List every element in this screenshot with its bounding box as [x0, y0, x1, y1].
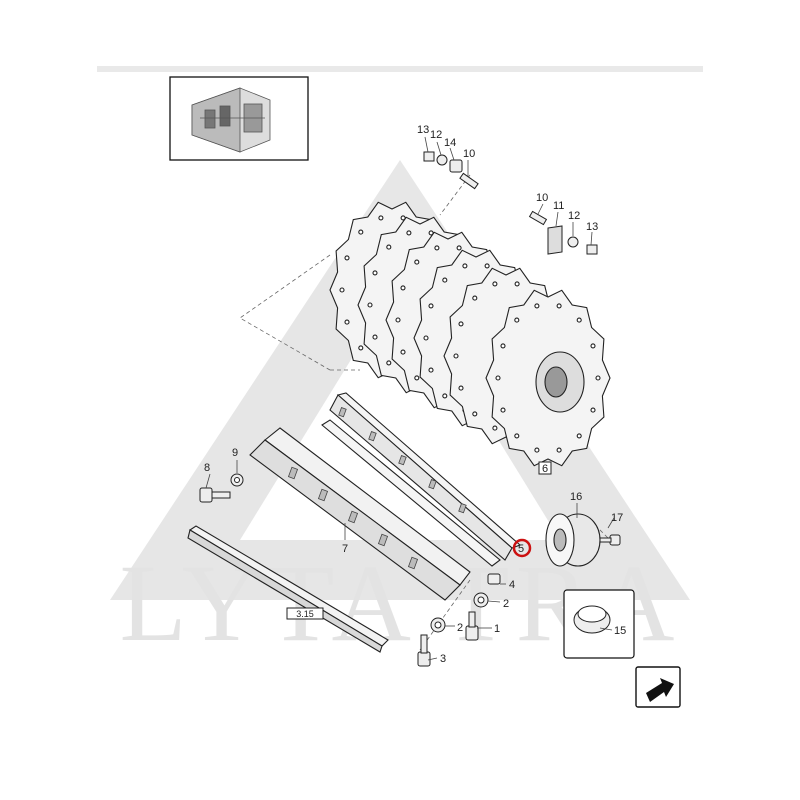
callout-3: 3 [440, 653, 446, 665]
sprocket-hole [595, 375, 601, 381]
next-page-button[interactable] [635, 666, 681, 708]
sprocket-hole [434, 245, 440, 251]
sprocket-hole [590, 407, 596, 413]
sprocket-hole [472, 411, 478, 417]
sprocket-hole [576, 317, 582, 323]
sprocket-hole [400, 285, 406, 291]
callout-12b: 12 [568, 210, 580, 222]
reference-box[interactable]: 3.15 [286, 607, 324, 620]
next-page-arrow-icon [646, 678, 674, 702]
sprocket-hole [492, 281, 498, 287]
sprocket-hole [514, 317, 520, 323]
sprocket-hole [514, 281, 520, 287]
callout-11: 11 [553, 200, 564, 212]
reference-box-label: 3.15 [296, 609, 314, 619]
top-hardware-stack [423, 151, 479, 190]
inset-box-15 [563, 589, 635, 659]
sprocket-hole [442, 277, 448, 283]
highlight-ring-5 [512, 538, 532, 558]
sprocket-hole [514, 433, 520, 439]
callout-labels: 13 12 14 10 10 11 12 13 6 9 8 7 16 17 5 … [204, 124, 626, 665]
callout-leaders [205, 136, 615, 661]
callout-10a: 10 [463, 148, 475, 160]
sprocket-hole [386, 244, 392, 250]
callout-5: 5 [518, 543, 524, 555]
sprocket-hole [456, 245, 462, 251]
callout-8: 8 [204, 462, 210, 474]
scraper-plate-upper [321, 419, 501, 567]
callout-1: 1 [494, 623, 500, 635]
sprocket-hole [495, 375, 501, 381]
sprocket-hole [484, 263, 490, 269]
sprocket-hole [339, 287, 345, 293]
sprocket-hole [372, 270, 378, 276]
sprocket-hole [442, 393, 448, 399]
plate-slots [287, 407, 467, 570]
bolt-17 [596, 534, 621, 546]
bolt-1 [465, 611, 479, 641]
callout-14: 14 [444, 137, 456, 149]
sprocket-hole [462, 263, 468, 269]
sprocket-hole [534, 447, 540, 453]
sprocket-hole [492, 425, 498, 431]
callout-6: 6 [542, 463, 548, 475]
sprocket-hole [414, 259, 420, 265]
sprocket-bore [544, 366, 568, 398]
callout-15a: 15 [614, 625, 626, 637]
bracket-11-stack [528, 210, 598, 255]
callout-13b: 13 [586, 221, 598, 233]
callout-16: 16 [570, 491, 582, 503]
sprocket-hole [414, 375, 420, 381]
sprocket-hole [590, 343, 596, 349]
sprocket-hole [400, 215, 406, 221]
hardware [199, 151, 621, 667]
sprocket-hole [576, 433, 582, 439]
callout-13a: 13 [417, 124, 429, 136]
sprocket-hole [344, 255, 350, 261]
sprocket-hole [453, 353, 459, 359]
sprocket-hole [472, 295, 478, 301]
sprocket-hole [378, 215, 384, 221]
sprocket-hole [358, 229, 364, 235]
sprocket-hole [428, 303, 434, 309]
sprocket-hole [428, 367, 434, 373]
sprocket-hole [386, 360, 392, 366]
sprocket-hole [344, 319, 350, 325]
sprocket-hole [423, 335, 429, 341]
header-divider [97, 66, 703, 72]
callout-4: 4 [509, 579, 515, 591]
nut-4 [487, 573, 501, 585]
sprocket-hole [556, 447, 562, 453]
callout-2a: 2 [457, 622, 463, 634]
sprocket-hole [367, 302, 373, 308]
machine-thumbnail-icon [191, 87, 271, 153]
scraper-plates [249, 392, 522, 601]
bolt-3 [417, 634, 431, 667]
sprocket-hole [428, 230, 434, 236]
sprocket-assembly [329, 201, 611, 467]
callout-6-box [538, 461, 552, 475]
sprocket-hole [458, 321, 464, 327]
sprocket-hole [458, 385, 464, 391]
callout-2b: 2 [503, 598, 509, 610]
support-rail [187, 525, 389, 653]
callout-12a: 12 [430, 129, 442, 141]
machine-thumbnail [169, 76, 309, 161]
sprocket-hole [358, 345, 364, 351]
callout-17: 17 [611, 512, 623, 524]
callout-7: 7 [342, 543, 348, 555]
sprocket-hole [500, 407, 506, 413]
sprocket-hole [534, 303, 540, 309]
sprocket-hole [406, 230, 412, 236]
roller-16 [545, 513, 601, 567]
sprocket-hole [500, 343, 506, 349]
callout-10b: 10 [536, 192, 548, 204]
sprocket-hole [556, 303, 562, 309]
sprocket-hole [395, 317, 401, 323]
sprocket-hole [372, 334, 378, 340]
sprocket-hole [400, 349, 406, 355]
callout-9: 9 [232, 447, 238, 459]
